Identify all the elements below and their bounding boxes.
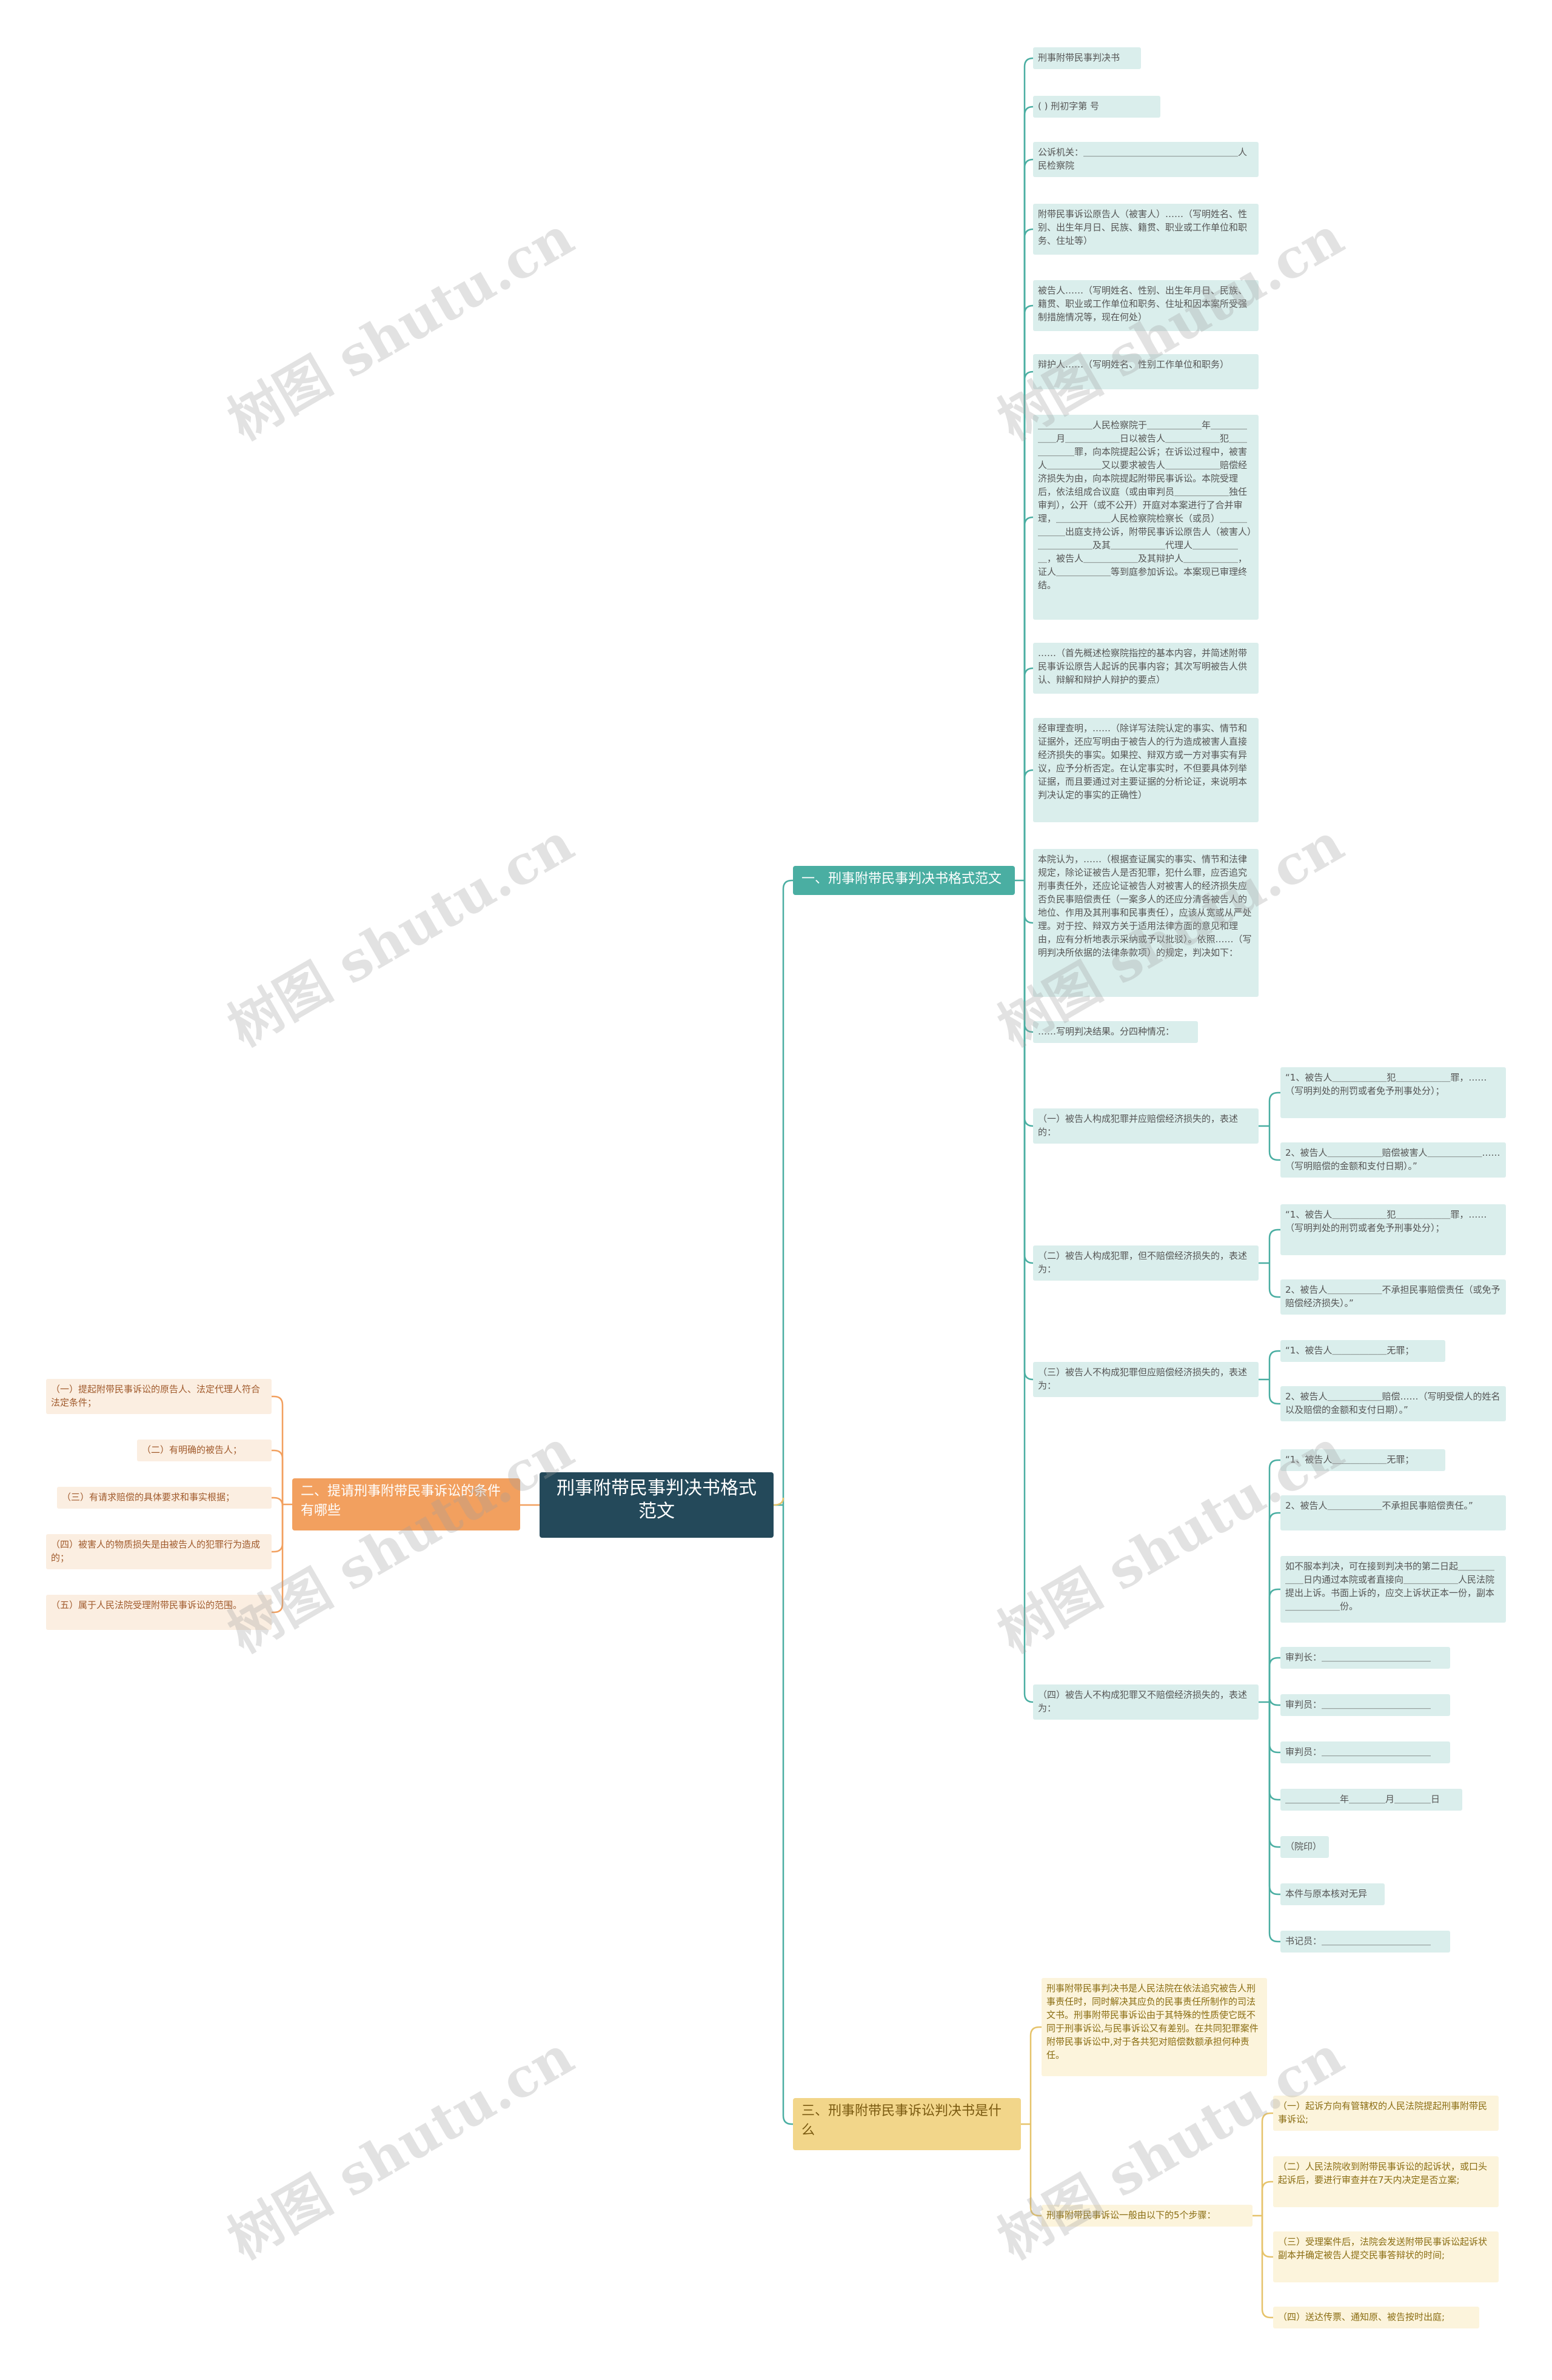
leaf-node[interactable]: 被告人……（写明姓名、性别、出生年月日、民族、籍贯、职业或工作单位和职务、住址和…	[1033, 280, 1259, 331]
connector-line	[1261, 2181, 1273, 2216]
leaf-node[interactable]: 附带民事诉讼原告人（被害人）……（写明姓名、性别、出生年月日、民族、籍贯、职业或…	[1033, 204, 1259, 255]
connector-line	[1268, 1379, 1280, 1405]
leaf-node[interactable]: （二）有明确的被告人；	[137, 1440, 272, 1461]
connector-line	[272, 1395, 284, 1504]
leaf-node[interactable]: （四）被害人的物质损失是由被告人的犯罪行为造成的；	[46, 1534, 272, 1569]
connector-line	[1261, 2112, 1273, 2216]
leaf-node[interactable]: 2、被告人＿＿＿＿＿＿赔偿……（写明受偿人的姓名以及赔偿的金额和支付日期）。”	[1280, 1386, 1506, 1421]
leaf-node[interactable]: 书记员：＿＿＿＿＿＿＿＿＿＿＿＿	[1280, 1931, 1450, 1953]
connector-line	[1268, 1657, 1280, 1702]
leaf-node[interactable]: 经审理查明，……（除详写法院认定的事实、情节和证据外，还应写明由于被告人的行为造…	[1033, 718, 1259, 822]
connector-line	[1023, 769, 1034, 880]
leaf-node[interactable]: （一）提起附带民事诉讼的原告人、法定代理人符合法定条件；	[46, 1379, 272, 1414]
connector-line	[1268, 1702, 1280, 1943]
connector-line	[1023, 880, 1034, 1033]
leaf-node[interactable]: （三）受理案件后，法院会发送附带民事诉讼起诉状副本并确定被告人提交民事答辩状的时…	[1273, 2231, 1499, 2282]
connector-line	[1023, 228, 1034, 880]
connector-line	[782, 879, 793, 1505]
leaf-node[interactable]: “1、被告人＿＿＿＿＿＿犯＿＿＿＿＿＿罪，……（写明判处的刑罚或者免予刑事处分）…	[1280, 1204, 1506, 1255]
connector-line	[1268, 1702, 1280, 1848]
case-node[interactable]: （四）被告人不构成犯罪又不赔偿经济损失的，表述为：	[1033, 1684, 1259, 1720]
leaf-node[interactable]: 刑事附带民事判决书是人民法院在依法追究被告人刑事责任时，同时解决其应负的民事责任…	[1042, 1978, 1267, 2076]
case-node[interactable]: （一）被告人构成犯罪并应赔偿经济损失的，表述的：	[1033, 1108, 1259, 1144]
connector-line	[1023, 158, 1034, 880]
leaf-node[interactable]: 审判长：＿＿＿＿＿＿＿＿＿＿＿＿	[1280, 1647, 1450, 1669]
connector-line	[1268, 1702, 1280, 1754]
connector-line	[1023, 370, 1034, 880]
connector-line	[1268, 1126, 1280, 1161]
root-node[interactable]: 刑事附带民事判决书格式范文	[540, 1472, 774, 1538]
leaf-node[interactable]: 2、被告人＿＿＿＿＿＿赔偿被害人＿＿＿＿＿＿……（写明赔偿的金额和支付日期）。”	[1280, 1142, 1506, 1178]
connector-line	[1029, 2124, 1042, 2217]
connector-line	[272, 1497, 284, 1507]
leaf-node[interactable]: ( ) 刑初字第 号	[1033, 96, 1160, 118]
leaf-node[interactable]: 刑事附带民事诉讼一般由以下的5个步骤：	[1042, 2205, 1253, 2227]
leaf-node[interactable]: 2、被告人＿＿＿＿＿＿不承担民事赔偿责任（或免予赔偿经济损失）。”	[1280, 1279, 1506, 1315]
leaf-node[interactable]: 本件与原本核对无异	[1280, 1883, 1385, 1905]
connector-line	[1268, 1229, 1280, 1263]
connector-line	[1023, 880, 1034, 1381]
connector-line	[1023, 880, 1034, 1127]
connector-line	[1261, 2216, 1273, 2319]
connector-line	[1023, 516, 1034, 880]
leaf-node[interactable]: 2、被告人＿＿＿＿＿＿不承担民事赔偿责任。”	[1280, 1495, 1506, 1530]
connector-line	[1268, 1459, 1280, 1702]
connector-line	[1268, 1091, 1280, 1126]
leaf-node[interactable]: “1、被告人＿＿＿＿＿＿无罪；	[1280, 1449, 1445, 1471]
case-node[interactable]: （三）被告人不构成犯罪但应赔偿经济损失的，表述为：	[1033, 1362, 1259, 1397]
leaf-node[interactable]: 审判员：＿＿＿＿＿＿＿＿＿＿＿＿	[1280, 1741, 1450, 1763]
leaf-node[interactable]: 如不服本判决，可在接到判决书的第二日起＿＿＿＿＿＿日内通过本院或者直接向＿＿＿＿…	[1280, 1556, 1506, 1623]
connector-line	[1023, 304, 1034, 880]
connector-line	[1268, 1512, 1280, 1702]
branch-definition-node[interactable]: 三、刑事附带民事诉讼判决书是什么	[793, 2098, 1021, 2150]
leaf-node[interactable]: （五）属于人民法院受理附带民事诉讼的范围。	[46, 1595, 272, 1630]
leaf-node[interactable]: ……（首先概述检察院指控的基本内容，并简述附带民事诉讼原告人起诉的民事内容；其次…	[1033, 643, 1259, 694]
connector-line	[272, 1449, 284, 1504]
leaf-node[interactable]: “1、被告人＿＿＿＿＿＿无罪；	[1280, 1340, 1445, 1362]
connector-line	[1268, 1350, 1280, 1379]
case-node[interactable]: （二）被告人构成犯罪，但不赔偿经济损失的，表述为：	[1033, 1245, 1259, 1281]
branch-format-node[interactable]: 一、刑事附带民事判决书格式范文	[793, 866, 1015, 895]
leaf-node[interactable]: 辩护人……（写明姓名、性别工作单位和职务）	[1033, 354, 1259, 389]
connector-line	[1023, 880, 1034, 1264]
connector-line	[272, 1504, 284, 1614]
leaf-node[interactable]: （二）人民法院收到附带民事诉讼的起诉状，或口头起诉后，要进行审查并在7天内决定是…	[1273, 2156, 1499, 2207]
leaf-node[interactable]: ＿＿＿＿＿＿年＿＿＿＿月＿＿＿＿日	[1280, 1789, 1462, 1811]
connector-line	[1023, 667, 1034, 880]
connector-line	[773, 1497, 784, 1506]
leaf-node[interactable]: 审判员：＿＿＿＿＿＿＿＿＿＿＿＿	[1280, 1694, 1450, 1716]
connector-line	[1023, 880, 1034, 924]
leaf-node[interactable]: “1、被告人＿＿＿＿＿＿犯＿＿＿＿＿＿罪，……（写明判处的刑罚或者免予刑事处分）…	[1280, 1067, 1506, 1118]
connector-line	[782, 1505, 793, 2125]
leaf-node[interactable]: 本院认为，……（根据查证属实的事实、情节和法律规定，除论证被告人是否犯罪，犯什么…	[1033, 849, 1259, 997]
leaf-node[interactable]: ……写明判决结果。分四种情况：	[1033, 1021, 1198, 1043]
connector-line	[1023, 880, 1034, 1703]
connector-line	[1023, 106, 1034, 880]
leaf-node[interactable]: 刑事附带民事判决书	[1033, 47, 1141, 69]
connector-line	[272, 1504, 284, 1553]
connector-line	[1268, 1263, 1280, 1298]
leaf-node[interactable]: （三）有请求赔偿的具体要求和事实根据；	[57, 1487, 272, 1509]
connector-line	[1029, 2026, 1042, 2124]
connector-line	[1023, 57, 1034, 880]
branch-conditions-node[interactable]: 二、提请刑事附带民事诉讼的条件有哪些	[292, 1478, 520, 1530]
leaf-node[interactable]: （院印）	[1280, 1836, 1329, 1858]
leaf-node[interactable]: （四）送达传票、通知原、被告按时出庭;	[1273, 2307, 1479, 2328]
connector-line	[1268, 1696, 1280, 1706]
connector-line	[1268, 1588, 1280, 1702]
connector-line	[1261, 2216, 1273, 2258]
leaf-node[interactable]: 公诉机关：＿＿＿＿＿＿＿＿＿＿＿＿＿＿＿＿＿人民检察院	[1033, 142, 1259, 177]
leaf-node[interactable]: ＿＿＿＿＿＿人民检察院于＿＿＿＿＿＿年＿＿＿＿＿＿月＿＿＿＿＿＿日以被告人＿＿＿…	[1033, 415, 1259, 620]
leaf-node[interactable]: （一）起诉方向有管辖权的人民法院提起刑事附带民事诉讼;	[1273, 2096, 1499, 2131]
